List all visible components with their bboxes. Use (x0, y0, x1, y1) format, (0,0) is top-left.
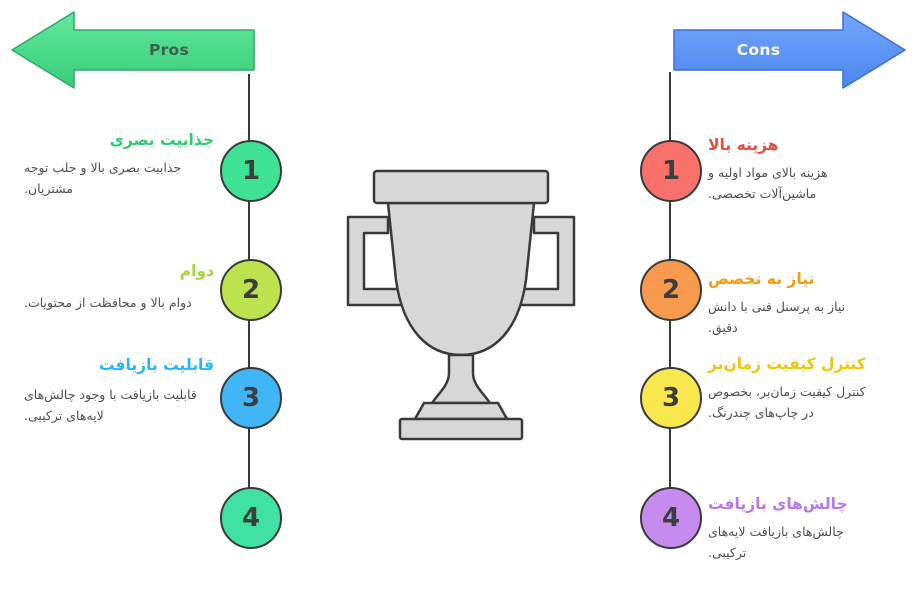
pros-item-1-description: جذابیت بصری بالا و جلب توجه مشتریان. (24, 160, 182, 196)
pros-step-circle-4: 4 (220, 487, 282, 549)
pros-arrow (11, 11, 255, 89)
cons-step-circle-2: 2 (640, 259, 702, 321)
cons-item-2-title: نیاز به تخصص (708, 270, 815, 288)
cons-item-2-description: نیاز به پرسنل فنی با دانش دقیق. (708, 299, 846, 335)
step-number: 2 (661, 275, 681, 305)
step-number: 1 (241, 156, 261, 186)
pros-arrow-label: Pros (148, 41, 190, 59)
cons-step-circle-1: 1 (640, 140, 702, 202)
pros-item-3-title: قابلیت بازیافت (98, 356, 214, 374)
cons-item-4-description: چالش‌های بازیافت لایه‌های ترکیبی. (708, 524, 844, 560)
step-number: 3 (661, 383, 681, 413)
cons-item-3-title: کنترل کیفیت زمان‌بر (708, 355, 866, 373)
step-number: 3 (241, 383, 261, 413)
pros-item-2-description: دوام بالا و محافظت از محتویات. (24, 295, 192, 310)
step-number: 2 (241, 275, 261, 305)
cons-step-circle-3: 3 (640, 367, 702, 429)
pros-item-3-description: قابلیت بازیافت با وجود چالش‌های لایه‌های… (24, 387, 197, 423)
trophy-icon (328, 165, 594, 465)
pros-step-circle-1: 1 (220, 140, 282, 202)
pros-item-1-title: جذابیت بصری (109, 131, 214, 149)
step-number: 4 (241, 503, 261, 533)
cons-item-1-title: هزینه بالا (708, 136, 779, 154)
pros-item-2-title: دوام (179, 262, 214, 280)
cons-item-4-title: چالش‌های بازیافت (708, 495, 848, 513)
cons-item-3-description: کنترل کیفیت زمان‌بر، بخصوص در چاپ‌های چن… (708, 384, 866, 420)
step-number: 4 (661, 503, 681, 533)
pros-step-circle-2: 2 (220, 259, 282, 321)
cons-arrow (673, 11, 906, 89)
pros-step-circle-3: 3 (220, 367, 282, 429)
step-number: 1 (661, 156, 681, 186)
cons-item-1-description: هزینه بالای مواد اولیه و ماشین‌آلات تخصص… (708, 165, 828, 201)
cons-step-circle-4: 4 (640, 487, 702, 549)
cons-arrow-label: Cons (736, 41, 781, 59)
